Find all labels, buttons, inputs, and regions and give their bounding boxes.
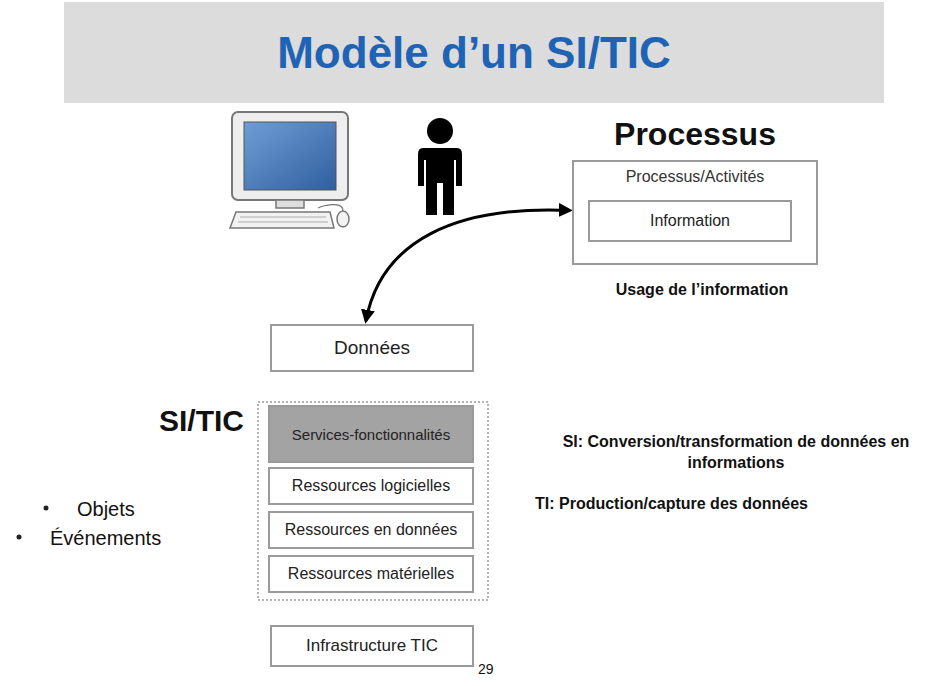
curved-arrow: [366, 210, 570, 321]
node-text: Information: [650, 212, 730, 230]
si-tic-dotted-frame: [258, 402, 488, 600]
title: Modèle d’un SI/TIC: [64, 2, 884, 103]
resource-box: Ressources matérielles: [268, 555, 474, 593]
bullet-item: Événements: [50, 525, 210, 551]
bullet: [17, 535, 22, 540]
resource-box: Ressources logicielles: [268, 467, 474, 505]
si-tic-group: SI/TICServices-fonctionnalitésRessources…: [258, 402, 488, 600]
data-box: Données: [270, 324, 474, 372]
node-text: Données: [334, 337, 410, 359]
node-text: Processus/Activités: [574, 168, 816, 186]
bullet: [44, 506, 49, 511]
bullet-item: Objets: [77, 496, 197, 522]
page-number: 29: [478, 660, 508, 678]
information-box: Information: [588, 200, 792, 242]
ti-note: TI: Production/capture des données: [535, 494, 940, 515]
node-text: Ressources matérielles: [288, 565, 454, 583]
node-text: Infrastructure TIC: [306, 636, 438, 656]
process-heading: Processus: [574, 116, 816, 153]
resource-box: Ressources en données: [268, 511, 474, 549]
si-tic-heading: SI/TIC: [159, 404, 244, 438]
computer-icon: [230, 112, 349, 228]
infrastructure-box: Infrastructure TIC: [270, 625, 474, 667]
node-text: Services-fonctionnalités: [292, 426, 450, 443]
node-text: Ressources logicielles: [292, 477, 450, 495]
si-note: SI: Conversion/transformation de données…: [530, 432, 942, 474]
person-icon: [418, 118, 462, 215]
usage-label: Usage de l’information: [572, 280, 832, 301]
process-box: ProcessusProcessus/ActivitésInformation: [572, 160, 818, 265]
node-text: Ressources en données: [285, 521, 458, 539]
services-box: Services-fonctionnalités: [268, 405, 474, 463]
